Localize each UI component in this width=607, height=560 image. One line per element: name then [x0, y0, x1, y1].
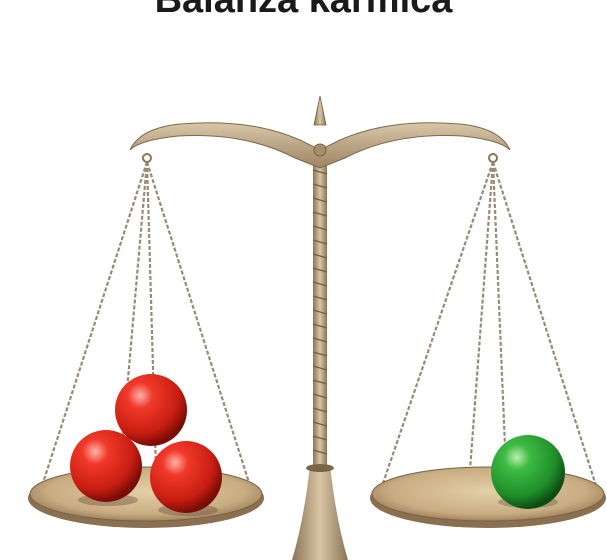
right-chains	[380, 162, 598, 492]
scale-beam	[130, 96, 510, 168]
central-pillar	[292, 150, 348, 560]
red-ball	[70, 430, 142, 502]
right-pan	[370, 467, 606, 528]
red-ball	[150, 441, 222, 513]
red-ball	[115, 374, 187, 446]
right-pan-balls	[491, 435, 565, 509]
green-ball	[491, 435, 565, 509]
left-pan	[28, 467, 264, 528]
